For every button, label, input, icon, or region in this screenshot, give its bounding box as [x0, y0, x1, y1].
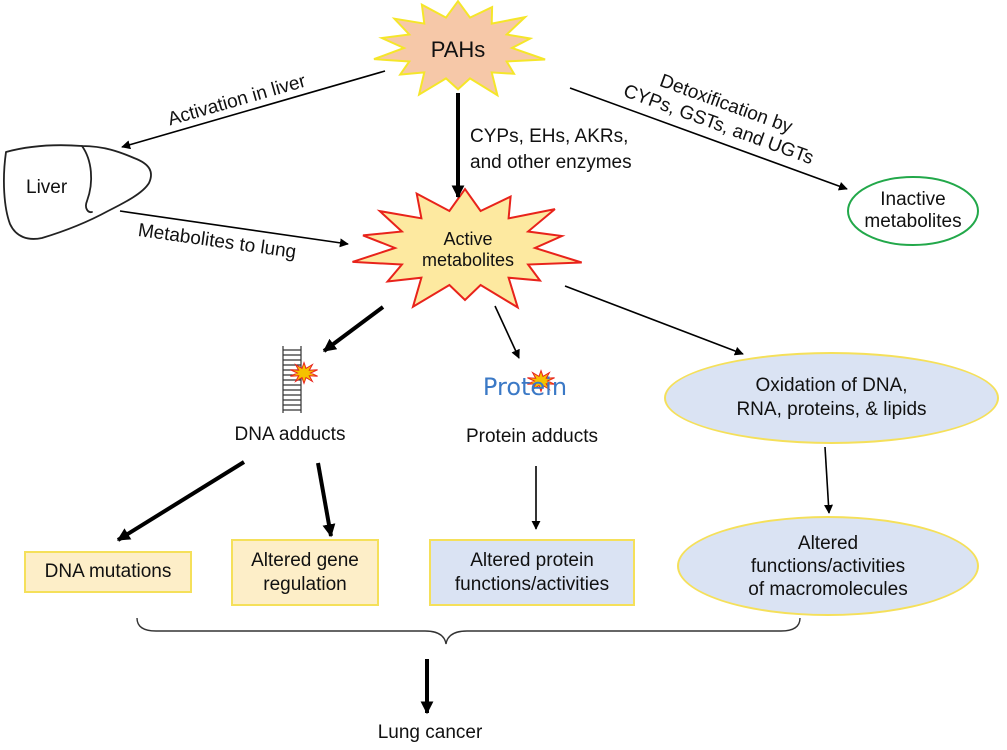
liver-icon — [3, 144, 152, 240]
active-metabolites-burst-shape — [352, 187, 582, 310]
altered-protein-functions-line-2: functions/activities — [454, 573, 610, 595]
dna-mutations-label: DNA mutations — [44, 561, 172, 582]
dna-adduct-burst-icon — [290, 361, 318, 385]
dna-mutations-box: DNA mutations — [24, 551, 192, 593]
arrow-oxidation-to-macromolecules — [824, 446, 834, 514]
inactive-metabolites-line-1: Inactive — [880, 189, 946, 210]
dna-adducts-label: DNA adducts — [234, 424, 346, 445]
altered-macromolecules-line-1: Altered — [797, 532, 859, 554]
inactive-metabolites-label: Inactive metabolites — [864, 189, 961, 233]
altered-gene-regulation-box: Altered gene regulation — [231, 539, 379, 606]
oxidation-line-2: RNA, proteins, & lipids — [736, 399, 927, 420]
oxidation-line-1: Oxidation of DNA, — [755, 375, 908, 396]
arrow-dna-to-gene-regulation — [316, 462, 336, 538]
enzymes-line-1: CYPs, EHs, AKRs, — [470, 126, 629, 147]
liver-label: Liver — [26, 177, 68, 198]
altered-gene-regulation-line-1: Altered gene — [251, 549, 359, 571]
protein-adduct-burst-icon — [527, 369, 555, 393]
protein-adducts-label: Protein adducts — [465, 426, 599, 447]
arrow-active-to-oxidation — [564, 285, 744, 356]
altered-macromolecules-line-3: of macromolecules — [748, 578, 908, 600]
arrow-activation-in-liver — [121, 70, 386, 150]
arrow-detoxification — [569, 87, 848, 191]
altered-protein-functions-line-1: Altered protein — [470, 549, 594, 571]
altered-macromolecules-line-2: functions/activities — [750, 555, 906, 577]
enzymes-label: CYPs, EHs, AKRs, and other enzymes — [470, 126, 632, 174]
altered-protein-functions-box: Altered protein functions/activities — [429, 539, 635, 606]
enzymes-line-2: and other enzymes — [470, 152, 632, 173]
active-metabolites-line-2: metabolites — [421, 250, 515, 270]
arrow-dna-to-mutations — [116, 460, 246, 542]
pahs-label: PAHs — [430, 37, 486, 62]
inactive-metabolites-line-2: metabolites — [864, 211, 962, 232]
active-metabolites-label: Active metabolites — [422, 229, 514, 271]
grouping-brace — [136, 617, 801, 645]
protein-word-label: Protein — [482, 373, 568, 401]
oxidation-ellipse: Oxidation of DNA, RNA, proteins, & lipid… — [664, 352, 999, 444]
arrow-metabolites-to-lung — [119, 210, 349, 248]
altered-macromolecules-ellipse: Altered functions/activities of macromol… — [677, 516, 979, 616]
arrow-active-to-dna — [322, 305, 385, 353]
inactive-metabolites-ellipse — [847, 176, 979, 246]
active-metabolites-line-1: Active — [443, 229, 493, 249]
dna-ladder-icon — [282, 346, 302, 413]
pahs-burst-shape — [373, 0, 546, 98]
altered-gene-regulation-line-2: regulation — [263, 573, 347, 595]
lung-cancer-label: Lung cancer — [377, 722, 483, 743]
arrow-active-to-protein — [494, 305, 520, 359]
